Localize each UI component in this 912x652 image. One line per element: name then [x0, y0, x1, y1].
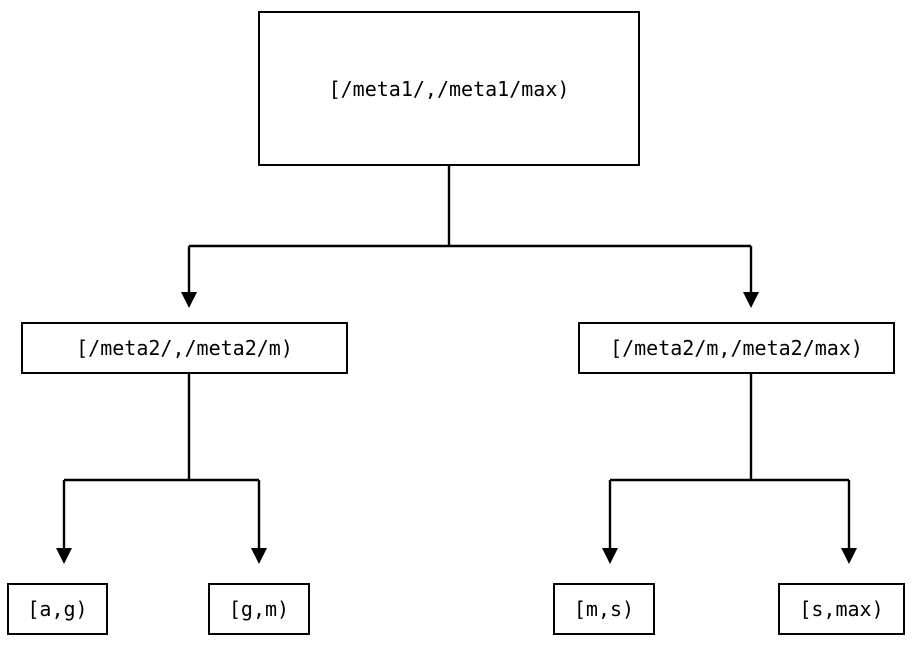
- tree-node-mid-left: [/meta2/,/meta2/m): [21, 322, 348, 374]
- edge-root-to-mid-left: [181, 166, 451, 308]
- tree-node-leaf-smax: [s,max): [778, 583, 905, 635]
- edge-mid-right-to-leaf-ms: [602, 374, 753, 564]
- tree-node-leaf-gm: [g,m): [208, 583, 310, 635]
- tree-node-leaf-ag-label: [a,g): [27, 597, 88, 621]
- tree-node-leaf-ag: [a,g): [7, 583, 108, 635]
- edge-mid-left-to-leaf-ag: [56, 374, 191, 564]
- tree-node-root: [/meta1/,/meta1/max): [258, 11, 640, 166]
- arrowhead-icon: [743, 292, 759, 308]
- arrowhead-icon: [602, 548, 618, 564]
- arrowhead-icon: [841, 548, 857, 564]
- tree-node-mid-right-label: [/meta2/m,/meta2/max): [610, 336, 863, 360]
- arrowhead-icon: [56, 548, 72, 564]
- arrowhead-icon: [181, 292, 197, 308]
- tree-node-mid-right: [/meta2/m,/meta2/max): [578, 322, 895, 374]
- edge-root-to-mid-right: [449, 244, 759, 308]
- tree-node-leaf-smax-label: [s,max): [799, 597, 884, 621]
- tree-node-mid-left-label: [/meta2/,/meta2/m): [76, 336, 293, 360]
- tree-node-root-label: [/meta1/,/meta1/max): [328, 76, 570, 101]
- edge-mid-right-to-leaf-smax: [751, 478, 857, 564]
- tree-node-leaf-gm-label: [g,m): [228, 597, 290, 621]
- tree-node-leaf-ms-label: [m,s): [573, 597, 635, 621]
- tree-node-leaf-ms: [m,s): [553, 583, 655, 635]
- edge-mid-left-to-leaf-gm: [189, 478, 267, 564]
- arrowhead-icon: [251, 548, 267, 564]
